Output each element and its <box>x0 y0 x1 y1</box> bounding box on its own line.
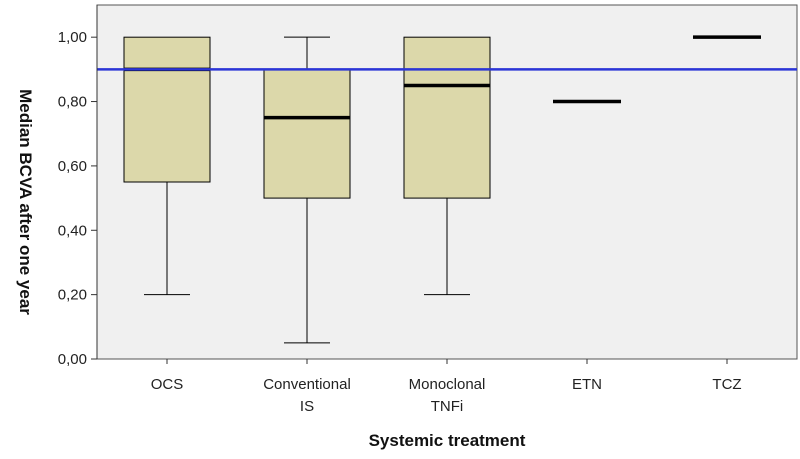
y-tick-label: 0,40 <box>58 222 87 239</box>
y-axis: 0,00 0,20 0,40 0,60 0,80 1,00 <box>58 5 98 368</box>
iqr-box <box>263 68 351 199</box>
x-tick-label: TCZ <box>712 376 741 393</box>
y-tick-label: 0,00 <box>58 351 87 368</box>
box-group <box>403 36 491 296</box>
y-tick-label: 0,20 <box>58 287 87 304</box>
y-tick-label: 0,80 <box>58 94 87 111</box>
x-axis-title: Systemic treatment <box>369 431 526 450</box>
iqr-box <box>403 36 491 199</box>
x-tick-label: IS <box>300 398 314 415</box>
y-axis-title: Median BCVA after one year <box>16 89 35 315</box>
chart-marks <box>97 35 797 344</box>
y-tick-label: 0,60 <box>58 158 87 175</box>
iqr-box <box>123 36 211 183</box>
box-group <box>263 36 351 344</box>
x-tick-label: TNFi <box>431 398 464 415</box>
x-tick-label: ETN <box>572 376 602 393</box>
y-tick-label: 1,00 <box>58 29 87 46</box>
x-tick-label: OCS <box>151 376 184 393</box>
x-tick-label: Conventional <box>263 376 351 393</box>
x-tick-label: Monoclonal <box>409 376 486 393</box>
